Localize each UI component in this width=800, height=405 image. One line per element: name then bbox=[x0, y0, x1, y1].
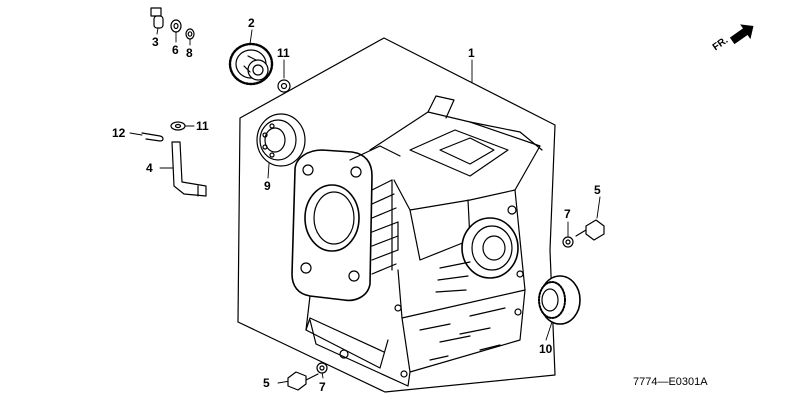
assembly-outline bbox=[237, 37, 556, 393]
callout-4: 4 bbox=[146, 161, 153, 175]
leader-10 bbox=[545, 321, 553, 341]
callout-11-top: 11 bbox=[277, 46, 290, 60]
part-11-washer-top-hole bbox=[280, 82, 288, 90]
part-10-oil-seal bbox=[538, 275, 581, 325]
callout-10: 10 bbox=[539, 342, 553, 356]
part-6-washer bbox=[170, 19, 182, 33]
callout-1: 1 bbox=[468, 46, 475, 60]
part-8-oring bbox=[185, 28, 195, 40]
drawing-code: 7774—E0301A bbox=[633, 376, 708, 388]
callout-5-right: 5 bbox=[594, 183, 601, 197]
front-direction-arrow-icon bbox=[729, 24, 754, 45]
part-5-bolt-bottom bbox=[287, 371, 319, 391]
part-3-plug bbox=[150, 7, 164, 29]
callout-9: 9 bbox=[264, 179, 271, 193]
callout-7-right: 7 bbox=[564, 207, 571, 221]
part-2-governor-gear bbox=[228, 42, 274, 86]
part-11-washer-left-hole bbox=[174, 123, 182, 129]
callout-8: 8 bbox=[186, 46, 193, 60]
part-7-washer-bottom bbox=[316, 362, 328, 374]
callout-11-left: 11 bbox=[196, 119, 209, 133]
leader-2 bbox=[249, 29, 253, 45]
callout-labels: 1 2 3 4 5 5 6 7 7 8 9 10 11 11 12 bbox=[112, 16, 601, 394]
leader-12 bbox=[129, 132, 143, 136]
part-7-washer-right bbox=[562, 236, 574, 248]
part-7-washer-bottom-hole bbox=[319, 365, 325, 371]
leader-5-right bbox=[596, 196, 601, 219]
front-label: FR. bbox=[711, 35, 731, 53]
callout-12: 12 bbox=[112, 126, 126, 140]
callout-2: 2 bbox=[248, 16, 255, 30]
part-1-crankcase bbox=[291, 95, 543, 387]
part-11-washer-top bbox=[277, 79, 291, 93]
part-9-bearing bbox=[256, 113, 306, 167]
part-6-washer-hole bbox=[173, 22, 179, 30]
part-4-governor-shaft bbox=[171, 141, 207, 197]
callout-6: 6 bbox=[172, 43, 179, 57]
part-8-oring-hole bbox=[187, 31, 193, 37]
leader-lines bbox=[129, 21, 601, 384]
callout-3: 3 bbox=[152, 35, 159, 49]
part-11-washer-left bbox=[170, 121, 186, 131]
part-12-clip bbox=[141, 132, 164, 142]
callout-7-bottom: 7 bbox=[319, 380, 326, 394]
callout-5-bottom: 5 bbox=[263, 376, 270, 390]
part-5-bolt-right bbox=[575, 219, 605, 241]
part-7-washer-right-hole bbox=[565, 239, 571, 245]
